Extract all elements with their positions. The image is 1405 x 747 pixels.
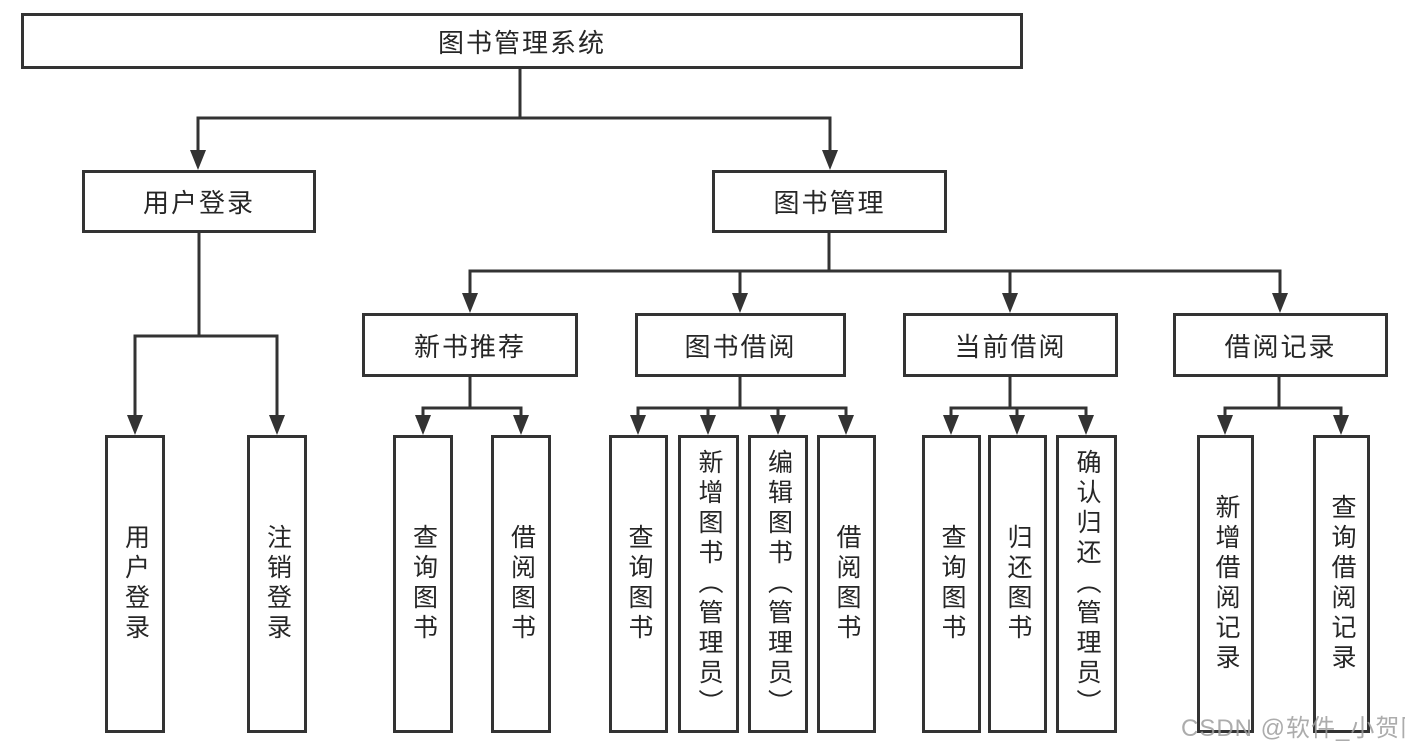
node-book-borrow: 图书借阅 bbox=[635, 313, 846, 377]
arrow-icon bbox=[1009, 415, 1025, 435]
leaf-query-books-current: 查询图书 bbox=[922, 435, 981, 733]
arrow-icon bbox=[513, 415, 529, 435]
leaf-return-books: 归还图书 bbox=[988, 435, 1047, 733]
leaf-borrow-books-recommend: 借阅图书 bbox=[491, 435, 551, 733]
leaf-add-books-admin: 新增图书（管理员） bbox=[678, 435, 739, 733]
node-user-login: 用户登录 bbox=[82, 170, 316, 233]
arrow-icon bbox=[462, 293, 478, 313]
leaf-confirm-return-admin: 确认归还（管理员） bbox=[1056, 435, 1117, 733]
leaf-add-borrow-record: 新增借阅记录 bbox=[1197, 435, 1254, 733]
node-new-book-recommend: 新书推荐 bbox=[362, 313, 578, 377]
node-book-management: 图书管理 bbox=[712, 170, 947, 233]
leaf-query-books-borrow: 查询图书 bbox=[609, 435, 668, 733]
leaf-query-books-recommend: 查询图书 bbox=[393, 435, 453, 733]
arrow-icon bbox=[943, 415, 959, 435]
watermark: CSDN @软件_小贺同学 bbox=[1181, 715, 1405, 742]
leaf-logout: 注销登录 bbox=[247, 435, 307, 733]
arrowheads bbox=[127, 150, 1349, 435]
connector-book-borrow-group bbox=[636, 376, 848, 418]
node-library-system-root: 图书管理系统 bbox=[21, 13, 1023, 69]
arrow-icon bbox=[1078, 415, 1094, 435]
node-current-borrow: 当前借阅 bbox=[903, 313, 1118, 377]
arrow-icon bbox=[190, 150, 206, 170]
arrow-icon bbox=[630, 415, 646, 435]
leaf-user-login: 用户登录 bbox=[105, 435, 165, 733]
connector-book-management-group bbox=[468, 232, 1282, 296]
arrow-icon bbox=[1272, 293, 1288, 313]
connector-new-book-group bbox=[421, 376, 523, 418]
arrow-icon bbox=[822, 150, 838, 170]
arrow-icon bbox=[1217, 415, 1233, 435]
arrow-icon bbox=[269, 415, 285, 435]
arrow-icon bbox=[838, 415, 854, 435]
arrow-icon bbox=[770, 415, 786, 435]
connector-root bbox=[196, 68, 832, 153]
leaf-edit-books-admin: 编辑图书（管理员） bbox=[748, 435, 808, 733]
arrow-icon bbox=[127, 415, 143, 435]
leaf-borrow-books: 借阅图书 bbox=[817, 435, 876, 733]
leaf-query-borrow-record: 查询借阅记录 bbox=[1313, 435, 1370, 733]
connector-borrow-record-group bbox=[1223, 376, 1343, 418]
arrow-icon bbox=[732, 293, 748, 313]
connector-current-borrow-group bbox=[949, 376, 1088, 418]
connector-user-login-group bbox=[133, 232, 279, 418]
arrow-icon bbox=[700, 415, 716, 435]
arrow-icon bbox=[1002, 293, 1018, 313]
arrow-icon bbox=[1333, 415, 1349, 435]
arrow-icon bbox=[415, 415, 431, 435]
node-borrow-records: 借阅记录 bbox=[1173, 313, 1388, 377]
